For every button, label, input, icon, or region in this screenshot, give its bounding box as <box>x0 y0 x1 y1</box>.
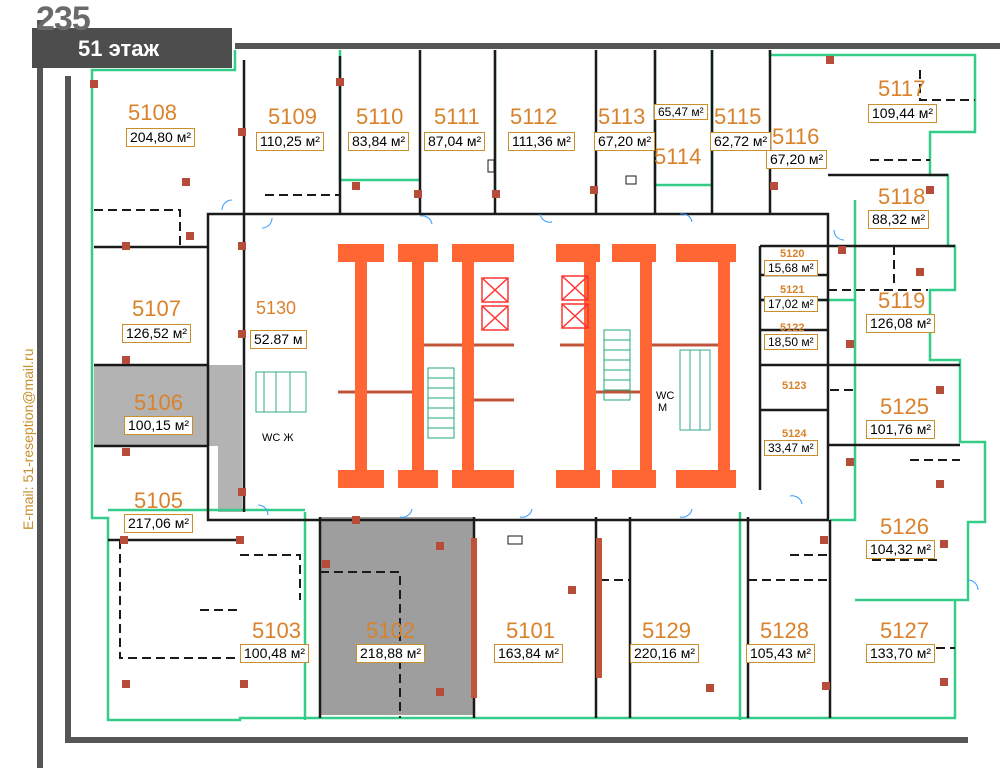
unit-area: 88,32 м² <box>868 210 930 229</box>
unit-number: 5103 <box>252 618 301 643</box>
unit-area: 67,20 м² <box>766 150 828 169</box>
unit-area: 126,52 м² <box>122 324 191 343</box>
unit-area: 163,84 м² <box>494 644 563 663</box>
unit-number: 5112 <box>510 104 558 129</box>
unit-area: 111,36 м² <box>508 132 575 151</box>
unit-area: 87,04 м² <box>424 132 486 151</box>
floor-title: 51 этаж <box>78 36 160 61</box>
unit-area: 52.87 м <box>250 330 307 349</box>
unit-number: 5102 <box>366 618 415 643</box>
leased-areas <box>94 365 474 715</box>
wc-label: М <box>658 402 668 414</box>
elevator-shafts <box>338 244 736 488</box>
unit-area: 65,47 м² <box>654 104 708 120</box>
unit-number: 5124 <box>782 428 807 440</box>
unit-number: 5118 <box>878 184 926 209</box>
unit-number: 5129 <box>642 618 691 643</box>
floor-header <box>32 28 232 68</box>
unit-number: 5128 <box>760 618 809 643</box>
unit-area: 105,43 м² <box>746 644 815 663</box>
columns <box>90 56 948 698</box>
building-number: 235 <box>36 0 91 38</box>
unit-area: 110,25 м² <box>256 132 324 151</box>
unit-number: 5113 <box>598 104 646 129</box>
unit-area: 67,20 м² <box>594 132 656 151</box>
unit-number: 5115 <box>714 104 762 129</box>
unit-number: 5127 <box>880 618 929 643</box>
unit-area: 101,76 м² <box>866 420 935 439</box>
unit-area: 100,15 м² <box>124 416 193 435</box>
unit-area: 15,68 м² <box>764 260 818 276</box>
unit-area: 33,47 м² <box>764 440 818 456</box>
unit-number: 5123 <box>782 380 807 392</box>
unit-number: 5111 <box>434 104 480 129</box>
door-swings <box>221 199 979 591</box>
unit-number: 5122 <box>780 322 805 334</box>
unit-number: 5107 <box>132 296 181 321</box>
unit-number: 5106 <box>134 390 183 415</box>
unit-number: 5108 <box>128 100 177 125</box>
unit-number: 5114 <box>654 144 702 169</box>
unit-number: 5101 <box>506 618 555 643</box>
unit-number: 5121 <box>780 284 805 296</box>
unit-number: 5125 <box>880 394 929 419</box>
unit-area: 62,72 м² <box>710 132 772 151</box>
unit-area: 83,84 м² <box>348 132 410 151</box>
unit-area: 100,48 м² <box>240 644 309 663</box>
unit-area: 217,06 м² <box>124 514 193 533</box>
unit-area: 17,02 м² <box>764 296 818 312</box>
unit-area: 126,08 м² <box>866 314 935 333</box>
unit-number: 5105 <box>134 488 183 513</box>
contact-email: E-mail: 51-reseption@mail.ru <box>20 348 36 531</box>
wc-label: WC Ж <box>262 432 294 444</box>
unit-number: 5119 <box>878 288 926 313</box>
unit-number: 5110 <box>356 104 404 129</box>
unit-area: 204,80 м² <box>126 128 195 147</box>
core-partitions <box>338 343 718 402</box>
unit-area: 133,70 м² <box>866 644 935 663</box>
stairs <box>427 329 631 439</box>
unit-area: 18,50 м² <box>764 334 818 350</box>
unit-area: 220,16 м² <box>630 644 699 663</box>
unit-number: 5109 <box>268 104 317 129</box>
unit-number: 5130 <box>256 298 297 318</box>
wc-label: WC <box>656 390 675 402</box>
unit-area: 218,88 м² <box>356 644 425 663</box>
unit-number: 5120 <box>780 248 805 260</box>
unit-area: 104,32 м² <box>866 540 935 559</box>
elevator-cabins <box>481 275 589 331</box>
outer-walls <box>37 20 1000 768</box>
unit-number: 5126 <box>880 514 929 539</box>
unit-number: 5116 <box>772 124 820 149</box>
wc-fixtures <box>255 349 711 431</box>
unit-area: 109,44 м² <box>868 104 937 123</box>
unit-number: 5117 <box>878 76 926 101</box>
